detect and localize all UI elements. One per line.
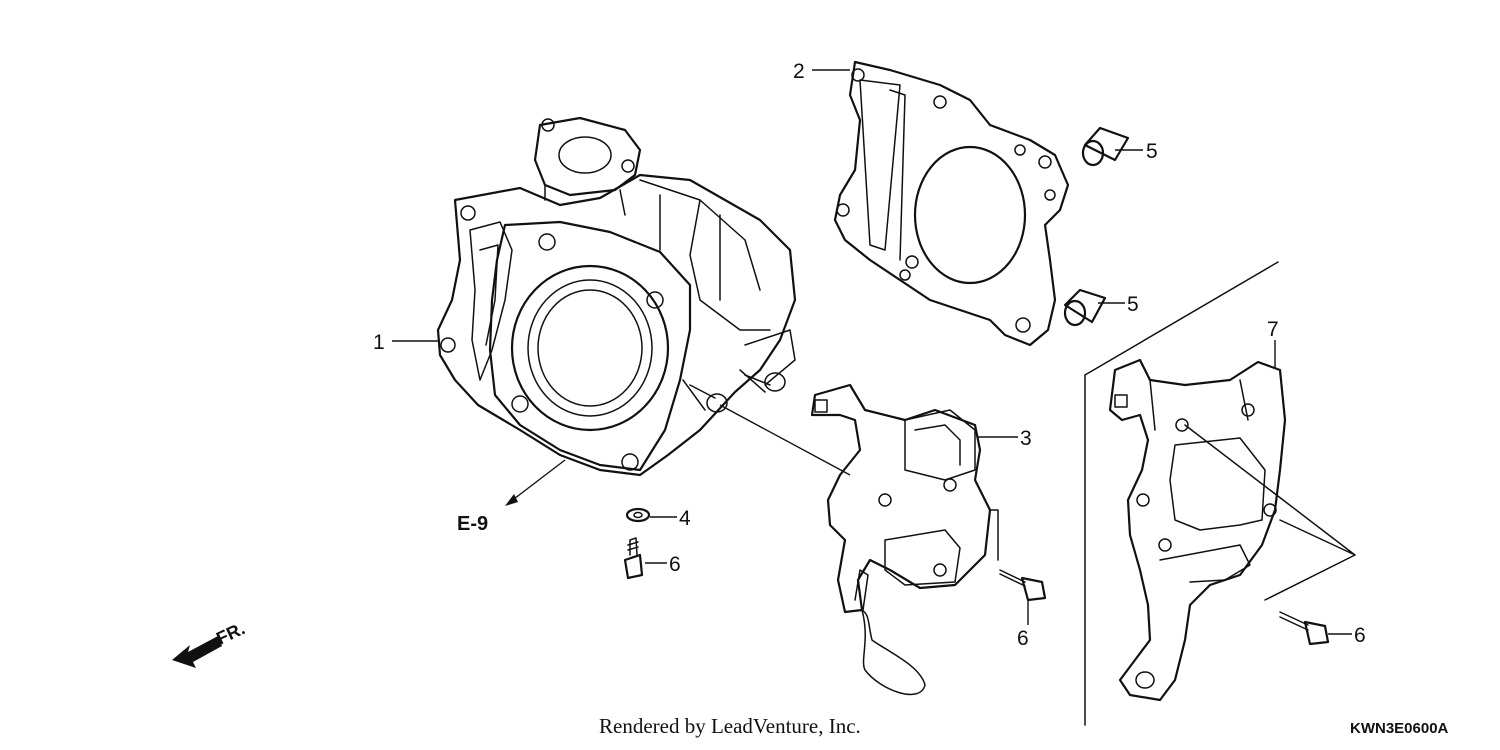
cylinder-part[interactable] [436, 116, 797, 477]
dowel-pin-upper[interactable] [1081, 126, 1130, 167]
callout-5-upper[interactable]: 5 [1146, 140, 1158, 163]
front-arrow-icon [172, 636, 222, 668]
cylinder-gasket-part[interactable] [833, 60, 1070, 347]
bracket-part[interactable] [810, 383, 999, 696]
callout-1[interactable]: 1 [373, 331, 385, 354]
leader-lines [392, 69, 1352, 635]
callout-6-center[interactable]: 6 [1017, 627, 1029, 650]
frame-outline [1084, 261, 1279, 726]
washer-part[interactable] [625, 507, 651, 523]
callout-2[interactable]: 2 [793, 60, 805, 83]
bolt-left[interactable] [623, 537, 644, 580]
diagram-code: KWN3E0600A [1350, 720, 1449, 737]
callout-6-right[interactable]: 6 [1354, 624, 1366, 647]
callout-5-lower[interactable]: 5 [1127, 293, 1139, 316]
dowel-pin-lower[interactable] [1063, 288, 1107, 327]
callout-3[interactable]: 3 [1020, 427, 1032, 450]
front-direction-indicator: FR. [172, 618, 248, 668]
callout-6-left[interactable]: 6 [669, 553, 681, 576]
callout-4[interactable]: 4 [679, 507, 691, 530]
rear-bracket-part[interactable] [1108, 358, 1356, 702]
callout-7[interactable]: 7 [1267, 318, 1279, 341]
credit-text: Rendered by LeadVenture, Inc. [599, 714, 861, 738]
bolt-center[interactable] [999, 569, 1047, 602]
reference-link-e9[interactable]: E-9 [457, 513, 488, 535]
bolt-right[interactable] [1279, 611, 1330, 646]
